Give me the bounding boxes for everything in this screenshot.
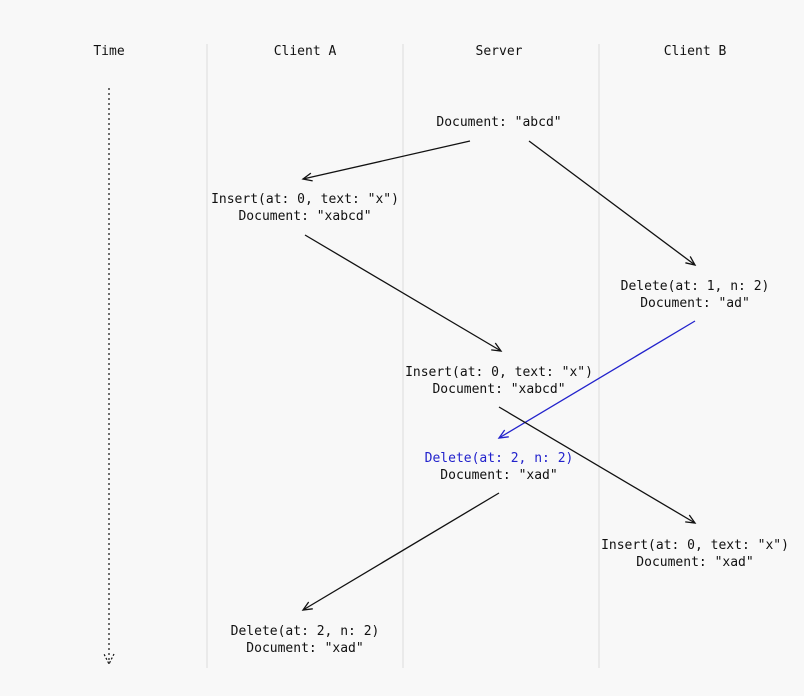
event-client-a-insert: Insert(at: 0, text: "x") Document: "xabc… <box>195 191 415 225</box>
column-header-client-b: Client B <box>663 44 727 59</box>
event-op-transformed: Delete(at: 2, n: 2) <box>424 451 574 466</box>
arrow-server-to-client-a-initial <box>301 140 471 182</box>
column-header-client-a: Client A <box>273 44 337 59</box>
event-doc: Document: "xad" <box>246 641 364 656</box>
event-client-a-delete: Delete(at: 2, n: 2) Document: "xad" <box>195 623 415 657</box>
event-server-insert: Insert(at: 0, text: "x") Document: "xabc… <box>389 364 609 398</box>
event-doc: Document: "xabcd" <box>432 382 566 397</box>
event-server-delete: Delete(at: 2, n: 2) Document: "xad" <box>389 450 609 484</box>
event-doc: Document: "xad" <box>440 468 558 483</box>
arrow-server-to-client-b-initial <box>528 140 697 266</box>
event-doc: Document: "ad" <box>640 296 750 311</box>
event-doc: Document: "xad" <box>636 555 754 570</box>
column-header-server: Server <box>475 44 523 59</box>
event-op: Delete(at: 2, n: 2) <box>230 624 380 639</box>
arrow-server-delete-to-client-a <box>301 492 500 611</box>
event-client-b-delete: Delete(at: 1, n: 2) Document: "ad" <box>585 278 804 312</box>
event-op: Insert(at: 0, text: "x") <box>211 192 399 207</box>
event-op: Insert(at: 0, text: "x") <box>601 538 789 553</box>
arrow-server-insert-to-client-b <box>498 406 697 524</box>
event-doc: Document: "xabcd" <box>238 209 372 224</box>
event-op: Delete(at: 1, n: 2) <box>620 279 770 294</box>
event-client-b-insert: Insert(at: 0, text: "x") Document: "xad" <box>585 537 804 571</box>
arrow-client-a-insert-to-server <box>304 234 503 352</box>
event-doc: Document: "abcd" <box>436 115 562 130</box>
column-header-time: Time <box>93 44 125 59</box>
event-op: Insert(at: 0, text: "x") <box>405 365 593 380</box>
arrow-client-b-delete-to-server <box>497 320 696 439</box>
event-server-initial: Document: "abcd" <box>389 114 609 131</box>
